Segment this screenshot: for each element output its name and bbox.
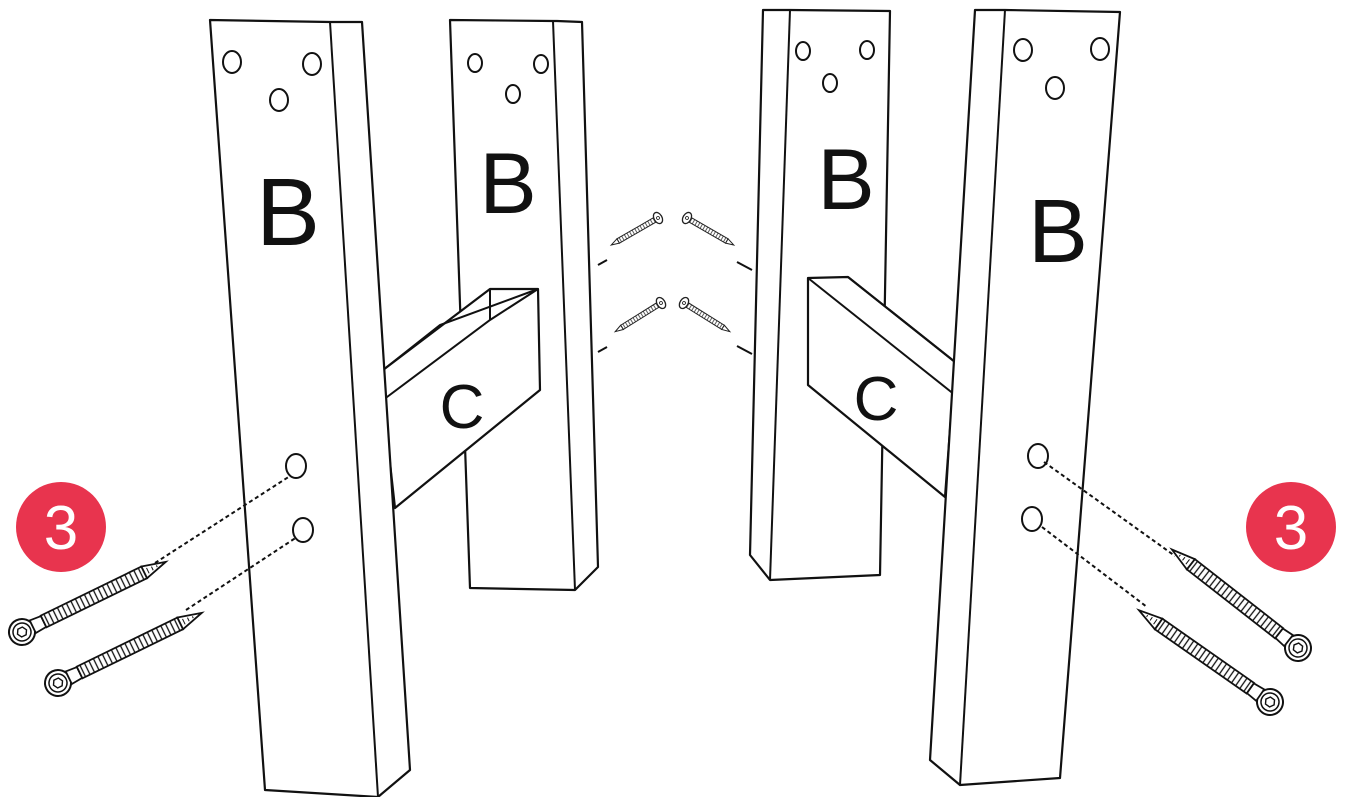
leg-front-left: B [208, 18, 412, 797]
hole [1021, 506, 1043, 532]
hole [822, 73, 838, 93]
hole [285, 453, 307, 479]
hole [1027, 443, 1049, 469]
left-screws [3, 475, 298, 702]
hole [505, 84, 521, 104]
hole [292, 517, 314, 543]
leg-label: B [817, 132, 874, 228]
step-number: 3 [1274, 494, 1308, 563]
screw-icon [607, 210, 666, 251]
hole [1045, 76, 1065, 100]
screw-icon [676, 295, 734, 338]
hole [1090, 37, 1110, 61]
screw-icon [611, 295, 669, 338]
step-badge-right: 3 [1246, 482, 1336, 572]
rail-label: C [854, 365, 899, 434]
screw-icon [679, 210, 738, 251]
step-badge-left: 3 [16, 482, 106, 572]
hole [467, 53, 483, 73]
right-screws [1041, 461, 1318, 722]
leg-label: B [256, 159, 320, 266]
hole [302, 52, 322, 76]
hole [1013, 38, 1033, 62]
leg-label: B [1028, 182, 1088, 282]
hole [533, 54, 549, 74]
hole [269, 88, 289, 112]
hole [222, 50, 242, 74]
center-screws [597, 210, 753, 355]
rail-label: C [440, 373, 485, 442]
step-number: 3 [44, 494, 78, 563]
step-badge [1246, 482, 1336, 572]
leg-front-right: B [928, 8, 1122, 787]
hole [795, 41, 811, 61]
leg-label: B [479, 136, 536, 232]
hole [859, 40, 875, 60]
step-badge [16, 482, 106, 572]
